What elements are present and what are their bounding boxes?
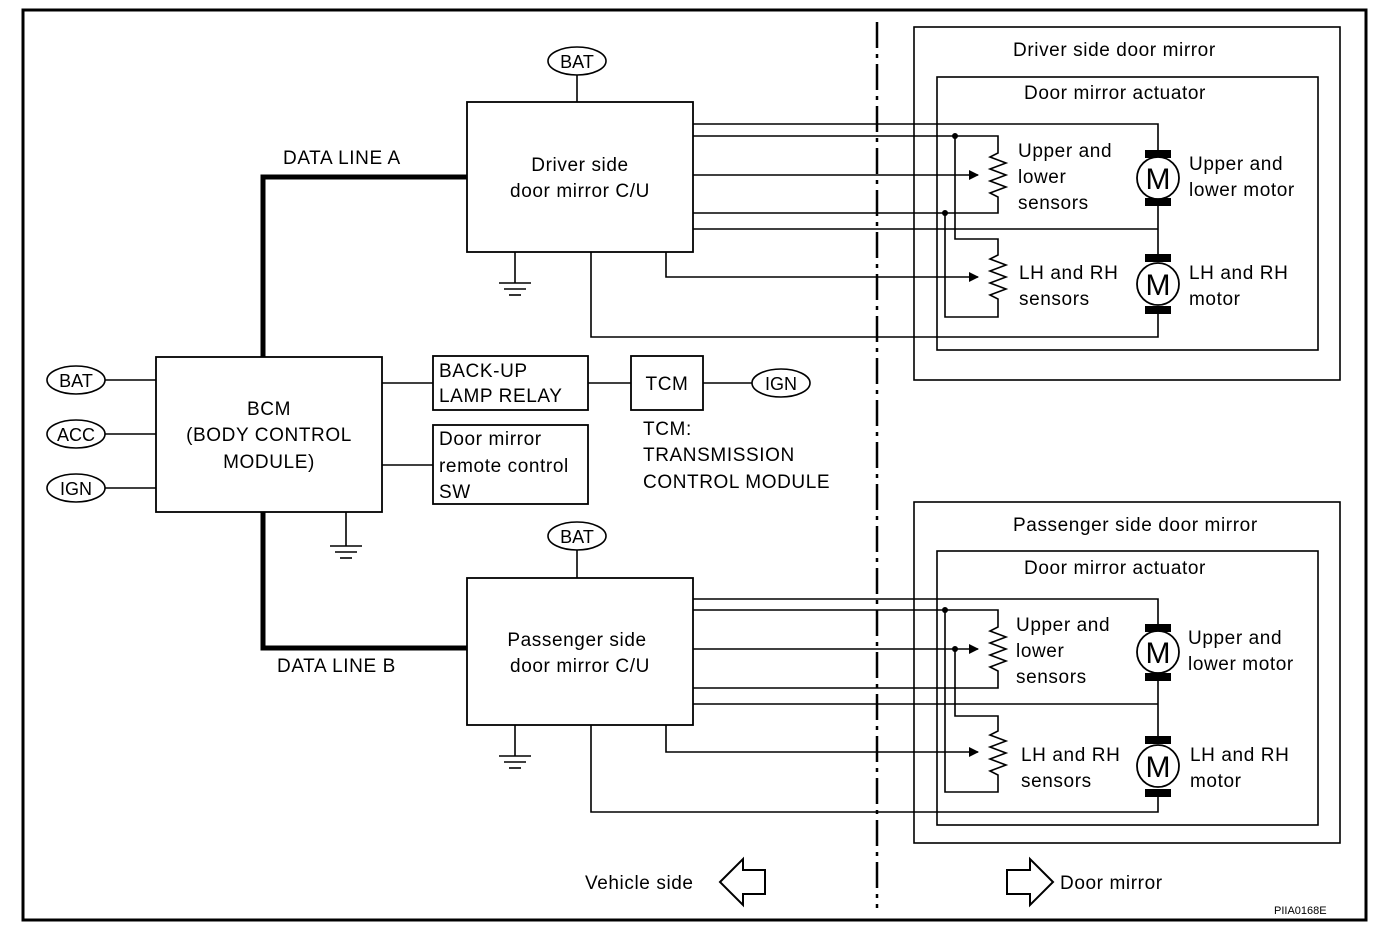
passenger-cu-box: Passenger side door mirror C/U: [466, 577, 694, 726]
passenger-lr-sensor-label-1: LH and RH: [1021, 745, 1120, 766]
driver-actuator-title: Door mirror actuator: [1024, 83, 1206, 104]
passenger-ul-sensor-resistor: [987, 624, 1009, 674]
tcm-box: TCM: [630, 355, 704, 411]
passenger-lr-sensor-label-2: sensors: [1021, 771, 1092, 792]
driver-lr-motor-label-1: LH and RH: [1189, 263, 1288, 284]
driver-ul-sensor-label-3: sensors: [1018, 193, 1089, 214]
passenger-ul-motor-m: M: [1146, 637, 1171, 670]
tcm-ign-pin: IGN: [751, 368, 811, 398]
bat-pin-label: BAT: [59, 371, 93, 391]
driver-cu-label-2: door mirror C/U: [510, 181, 650, 202]
backup-relay-label-2: LAMP RELAY: [439, 386, 563, 407]
passenger-cu-ground-symbol: [499, 725, 531, 769]
driver-ul-sensor-label-1: Upper and: [1018, 141, 1112, 162]
vehicle-side-label: Vehicle side: [585, 873, 694, 894]
driver-mirror-title: Driver side door mirror: [1013, 40, 1216, 61]
passenger-ul-motor-label-1: Upper and: [1188, 628, 1282, 649]
tcm-note-2: TRANSMISSION: [643, 445, 795, 466]
passenger-ul-sensor-label-3: sensors: [1016, 667, 1087, 688]
passenger-ul-sensor-label-2: lower: [1016, 641, 1064, 662]
bcm-bat-pin: BAT: [46, 365, 156, 395]
driver-ul-motor-label-1: Upper and: [1189, 154, 1283, 175]
passenger-lr-motor-label-1: LH and RH: [1190, 745, 1289, 766]
door-mirror-arrow-icon: [1006, 856, 1055, 908]
bcm-ign-pin: IGN: [46, 473, 156, 503]
driver-ul-motor-symbol: M: [1136, 150, 1180, 206]
passenger-cu-label-2: door mirror C/U: [510, 656, 650, 677]
driver-ul-sensor-label-2: lower: [1018, 167, 1066, 188]
vehicle-side-arrow-icon: [718, 856, 766, 908]
bcm-label-1: BCM: [247, 399, 291, 420]
passenger-actuator-title: Door mirror actuator: [1024, 558, 1206, 579]
driver-mirror-box: [913, 26, 1341, 381]
passenger-mirror-box: [913, 501, 1341, 844]
data-line-b-wire: [260, 512, 467, 651]
remote-control-sw-box: Door mirror remote control SW: [432, 424, 589, 505]
passenger-ul-motor-symbol: M: [1136, 624, 1180, 681]
passenger-mirror-title: Passenger side door mirror: [1013, 515, 1258, 536]
passenger-bat-label: BAT: [560, 527, 594, 547]
ign-pin-label: IGN: [60, 479, 92, 499]
tcm-ign-label: IGN: [765, 374, 797, 394]
driver-ul-sensor-resistor: [987, 150, 1009, 200]
passenger-cu-label-1: Passenger side: [507, 630, 646, 651]
passenger-lr-sensor-resistor: [987, 728, 1009, 778]
tcm-note-3: CONTROL MODULE: [643, 472, 830, 493]
remote-sw-label-3: SW: [439, 482, 471, 503]
driver-lr-motor-label-2: motor: [1189, 289, 1241, 310]
data-line-a-label: DATA LINE A: [283, 148, 401, 169]
passenger-lr-motor-m: M: [1146, 751, 1171, 784]
bcm-acc-pin: ACC: [46, 419, 156, 449]
data-line-a-wire: [260, 174, 467, 357]
driver-lr-motor-m: M: [1146, 269, 1171, 302]
backup-lamp-relay-box: BACK-UP LAMP RELAY: [432, 355, 589, 411]
driver-wiring: [590, 123, 1159, 338]
outer-frame: [21, 8, 1368, 922]
driver-cu-label-1: Driver side: [531, 155, 628, 176]
bcm-label-2: (BODY CONTROL: [186, 425, 352, 446]
bcm-box: BCM (BODY CONTROL MODULE): [155, 356, 383, 513]
passenger-wiring: [590, 598, 1159, 813]
bcm-ground-symbol: [330, 512, 362, 559]
driver-bat-label: BAT: [560, 52, 594, 72]
tcm-note-1: TCM:: [643, 419, 692, 440]
data-line-b-label: DATA LINE B: [277, 656, 396, 677]
passenger-lr-motor-label-2: motor: [1190, 771, 1242, 792]
passenger-lr-motor-symbol: M: [1136, 736, 1180, 797]
driver-cu-bat-pin: BAT: [547, 46, 607, 102]
tcm-box-label: TCM: [646, 374, 689, 395]
driver-cu-box: Driver side door mirror C/U: [466, 101, 694, 253]
passenger-cu-bat-pin: BAT: [547, 521, 607, 578]
backup-relay-label-1: BACK-UP: [439, 361, 528, 382]
driver-ul-motor-label-2: lower motor: [1189, 180, 1295, 201]
driver-lr-sensor-label-2: sensors: [1019, 289, 1090, 310]
passenger-ul-motor-label-2: lower motor: [1188, 654, 1294, 675]
acc-pin-label: ACC: [57, 425, 95, 445]
passenger-ul-sensor-label-1: Upper and: [1016, 615, 1110, 636]
bcm-label-3: MODULE): [223, 452, 315, 473]
remote-sw-label-2: remote control: [439, 456, 569, 477]
remote-sw-label-1: Door mirror: [439, 429, 542, 450]
door-mirror-label: Door mirror: [1060, 873, 1163, 894]
driver-lr-motor-symbol: M: [1136, 254, 1180, 314]
driver-ul-motor-m: M: [1146, 163, 1171, 196]
driver-lr-sensor-resistor: [987, 252, 1009, 302]
driver-lr-sensor-label-1: LH and RH: [1019, 263, 1118, 284]
figure-ref-label: PIIA0168E: [1274, 905, 1327, 917]
driver-cu-ground-symbol: [499, 252, 531, 296]
